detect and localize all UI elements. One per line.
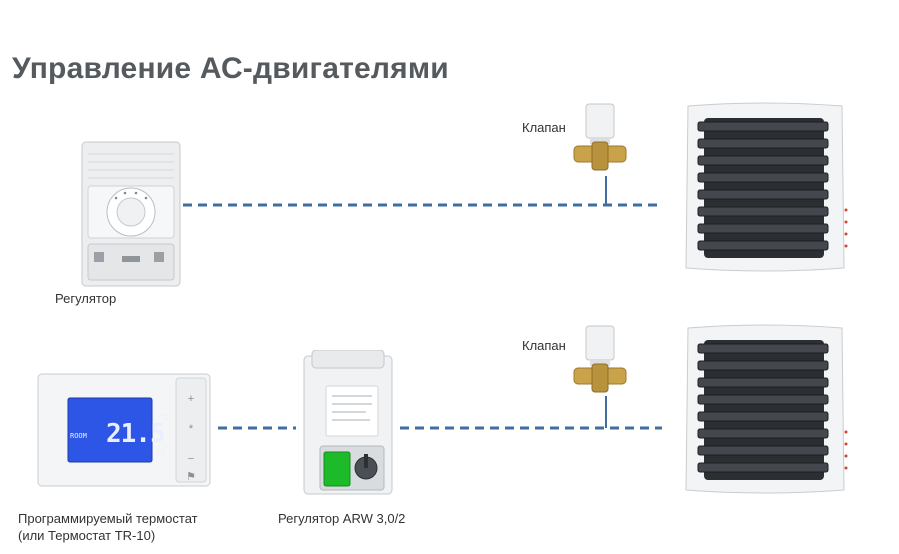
thermostat-label-line1: Программируемый термостат (18, 511, 198, 526)
svg-text:⚑: ⚑ (186, 471, 196, 483)
page-title: Управление АС-двигателями (12, 52, 449, 85)
heater-bottom-device (685, 324, 848, 494)
arw-regulator-device (303, 350, 393, 495)
lcd-display: ROOM 21.5 °C 55 (68, 414, 186, 457)
svg-text:*: * (189, 423, 194, 435)
heater-top-device (685, 102, 848, 272)
lcd-mode: ROOM (70, 432, 87, 440)
regulator-label: Регулятор (55, 291, 117, 306)
svg-text:+: + (188, 393, 194, 405)
valve-bottom-device (573, 325, 627, 393)
arw-regulator-label: Регулятор ARW 3,0/2 (278, 511, 406, 526)
valve-top-label: Клапан (522, 120, 566, 135)
valve-top-device (573, 103, 627, 171)
programmable-thermostat-device: + * − ⚑ (37, 373, 211, 487)
thermostat-label-line2: (или Термостат TR-10) (18, 528, 156, 543)
svg-text:−: − (188, 453, 194, 465)
regulator-device (81, 141, 181, 287)
valve-bottom-label: Клапан (522, 338, 566, 353)
lcd-unit: °C (160, 414, 169, 422)
lcd-small-value: 55 (156, 448, 166, 457)
lcd-temperature: 21.5 (106, 419, 166, 449)
